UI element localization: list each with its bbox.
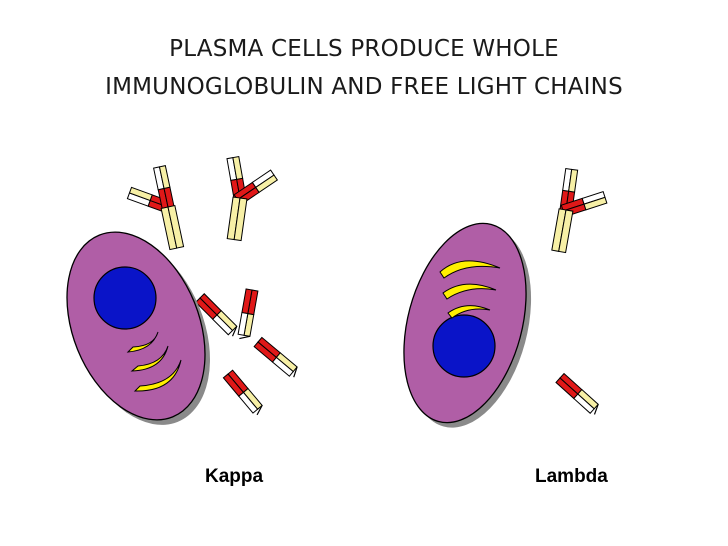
nucleus-icon <box>93 266 157 330</box>
antibody-lambda-icon <box>551 168 608 254</box>
nucleus-icon <box>432 314 496 378</box>
lambda-plasma-cell-icon <box>403 222 532 428</box>
free-light-chain-icon <box>253 336 301 380</box>
free-light-chain-icon <box>222 369 266 417</box>
title-line-2: IMMUNOGLOBULIN AND FREE LIGHT CHAINS <box>105 74 623 100</box>
free-light-chain-icon <box>236 288 259 341</box>
slide-title: PLASMA CELLS PRODUCE WHOLE IMMUNOGLOBULI… <box>0 30 728 106</box>
golgi-granules-icon <box>439 260 501 319</box>
lambda-label: Lambda <box>535 466 608 487</box>
antibody-kappa-right-icon <box>226 156 278 242</box>
title-line-1: PLASMA CELLS PRODUCE WHOLE <box>169 36 559 62</box>
kappa-label: Kappa <box>205 466 264 487</box>
kappa-plasma-cell-icon <box>66 231 210 425</box>
golgi-granules-icon <box>126 331 182 392</box>
free-light-chain-icon <box>555 372 602 417</box>
